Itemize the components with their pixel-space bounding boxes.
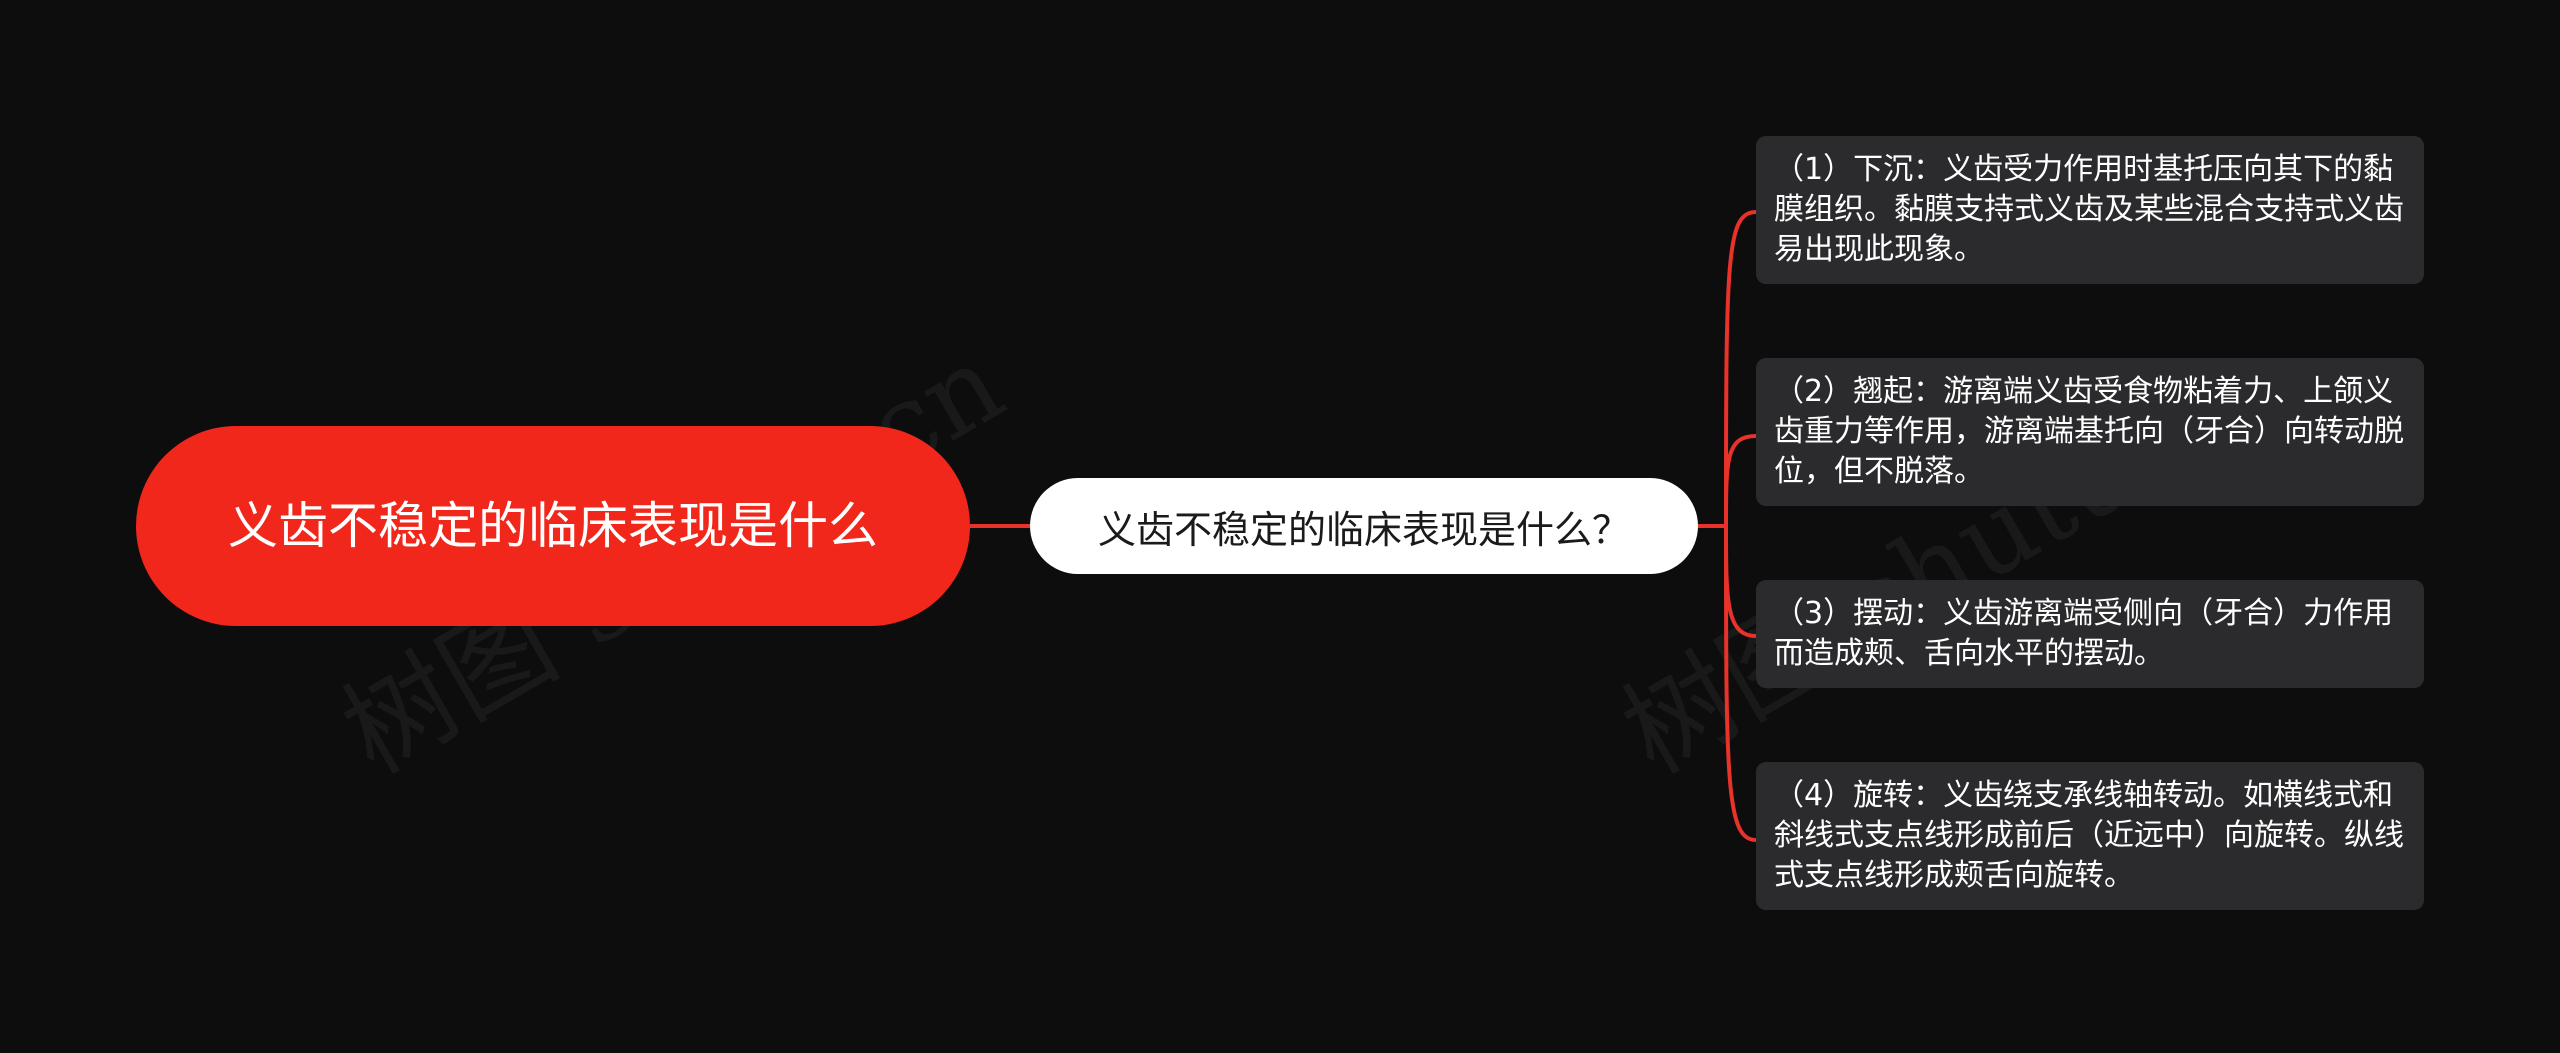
main-topic-label: 义齿不稳定的临床表现是什么？ xyxy=(1097,507,1630,552)
main-topic-node[interactable]: 义齿不稳定的临床表现是什么？ xyxy=(1030,478,1698,574)
connector-leaf-3 xyxy=(1724,525,1757,638)
subtopic-label: （2）翘起：游离端义齿受食物粘着力、上颌义齿重力等作用，游离端基托向（牙合）向转… xyxy=(1774,374,2404,489)
subtopic-node-4[interactable]: （4）旋转：义齿绕支承线轴转动。如横线式和斜线式支点线形成前后（近远中）向旋转。… xyxy=(1756,762,2424,910)
subtopic-label: （4）旋转：义齿绕支承线轴转动。如横线式和斜线式支点线形成前后（近远中）向旋转。… xyxy=(1774,778,2404,893)
root-node-label: 义齿不稳定的临床表现是什么 xyxy=(228,497,878,555)
connector-leaf-4 xyxy=(1724,525,1757,842)
subtopic-label: （3）摆动：义齿游离端受侧向（牙合）力作用而造成颊、舌向水平的摆动。 xyxy=(1774,596,2394,671)
subtopic-node-3[interactable]: （3）摆动：义齿游离端受侧向（牙合）力作用而造成颊、舌向水平的摆动。 xyxy=(1756,580,2424,688)
connector-leaf-1 xyxy=(1724,210,1757,527)
root-node[interactable]: 义齿不稳定的临床表现是什么 xyxy=(136,426,970,626)
subtopic-node-1[interactable]: （1）下沉：义齿受力作用时基托压向其下的黏膜组织。黏膜支持式义齿及某些混合支持式… xyxy=(1756,136,2424,284)
subtopic-node-2[interactable]: （2）翘起：游离端义齿受食物粘着力、上颌义齿重力等作用，游离端基托向（牙合）向转… xyxy=(1756,358,2424,506)
subtopic-label: （1）下沉：义齿受力作用时基托压向其下的黏膜组织。黏膜支持式义齿及某些混合支持式… xyxy=(1774,152,2404,267)
connector-leaf-2 xyxy=(1724,434,1757,527)
